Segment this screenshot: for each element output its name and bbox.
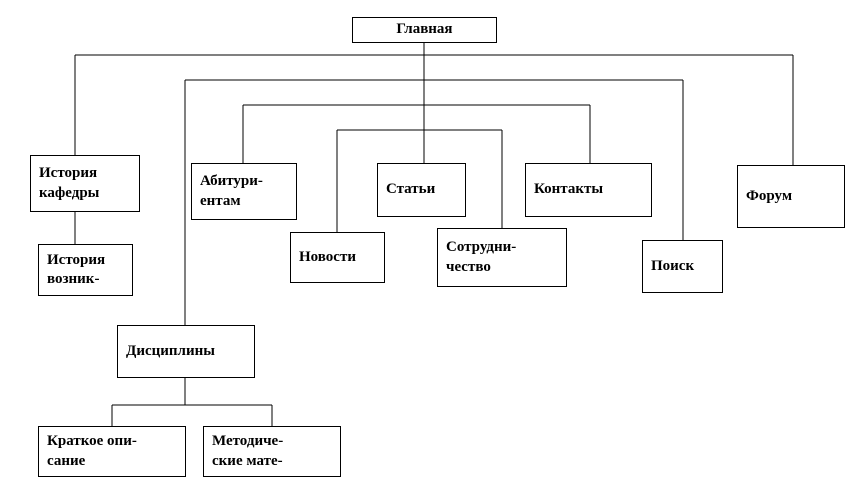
node-glavnaya: Главная — [352, 17, 497, 43]
node-kontakty: Контакты — [525, 163, 652, 217]
node-metodicheskie: Методиче- ские мате- — [203, 426, 341, 477]
node-discipliny: Дисциплины — [117, 325, 255, 378]
node-istoria-voznik: История возник- — [38, 244, 133, 296]
node-istoria-kafedry: История кафедры — [30, 155, 140, 212]
node-abiturientam: Абитури- ентам — [191, 163, 297, 220]
node-kratkoe-opisanie: Краткое опи- сание — [38, 426, 186, 477]
node-poisk: Поиск — [642, 240, 723, 293]
node-forum: Форум — [737, 165, 845, 228]
node-sotrudnichestvo: Сотрудни- чество — [437, 228, 567, 287]
node-stati: Статьи — [377, 163, 466, 217]
node-novosti: Новости — [290, 232, 385, 283]
